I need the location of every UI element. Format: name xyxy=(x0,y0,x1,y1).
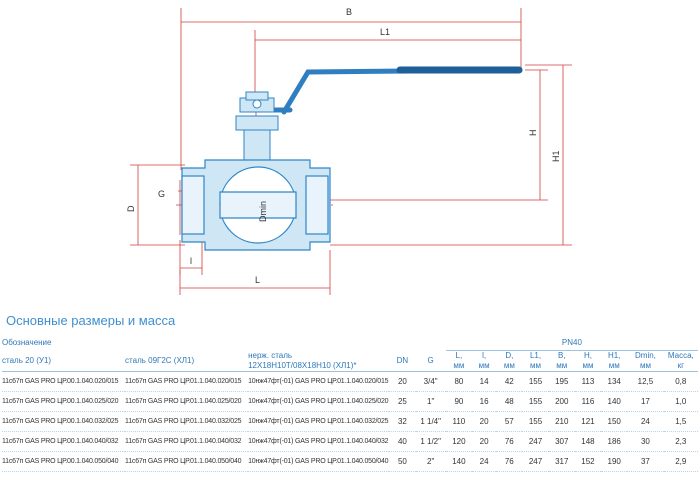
label-Dmin: Dmin xyxy=(258,201,268,222)
label-L: L xyxy=(255,275,260,285)
label-B: B xyxy=(346,7,352,17)
valve-body xyxy=(181,159,331,251)
label-D: D xyxy=(126,205,136,212)
label-H: H xyxy=(528,130,538,137)
header-L1: L1,мм xyxy=(522,350,549,372)
header-g: G xyxy=(415,350,446,372)
dimensions-table: Обозначение PN40 сталь 20 (У1) сталь 09Г… xyxy=(2,336,698,472)
valve-drawing: B L1 H H1 D G Dmin l L xyxy=(126,7,572,295)
header-B: B,мм xyxy=(548,350,575,372)
table-row: 11с67п GAS PRO ЦР.00.1.040.040/032 11с67… xyxy=(2,431,698,452)
header-dn: DN xyxy=(389,350,416,372)
header-stainless-line2: 12Х18Н10Т/08Х18Н10 (ХЛ1)* xyxy=(248,360,357,370)
table-header-top: Обозначение PN40 xyxy=(2,336,698,351)
stem xyxy=(235,91,279,161)
table-header-cols: сталь 20 (У1) сталь 09Г2С (ХЛ1) нерж. ст… xyxy=(2,350,698,372)
table-row: 11с67п GAS PRO ЦР.00.1.040.020/015 11с67… xyxy=(2,371,698,392)
header-L: L,мм xyxy=(445,350,472,372)
label-l: l xyxy=(190,256,192,266)
header-l: l,мм xyxy=(472,350,497,372)
header-designation: Обозначение xyxy=(2,338,52,348)
header-H1: H1,мм xyxy=(601,350,628,372)
label-L1: L1 xyxy=(380,27,390,37)
header-steel09g2s: сталь 09Г2С (ХЛ1) xyxy=(125,350,249,372)
header-D: D,мм xyxy=(496,350,523,372)
table-row: 11с67п GAS PRO ЦР.00.1.040.025/020 11с67… xyxy=(2,391,698,412)
header-dmin: Dmin,мм xyxy=(627,350,664,372)
header-mass: Масса,кг xyxy=(663,350,698,372)
table-row: 11с67п GAS PRO ЦР.00.1.040.050/040 11с67… xyxy=(2,451,698,472)
label-G: G xyxy=(158,189,165,199)
section-title: Основные размеры и масса xyxy=(6,313,176,328)
label-H1: H1 xyxy=(551,150,561,162)
header-pn: PN40 xyxy=(445,336,698,351)
table-row: 11с67п GAS PRO ЦР.00.1.040.032/025 11с67… xyxy=(2,411,698,432)
header-H: H,мм xyxy=(574,350,602,372)
handle xyxy=(245,66,523,115)
header-steel20: сталь 20 (У1) xyxy=(2,350,126,372)
header-stainless-line1: нерж. сталь xyxy=(248,350,293,360)
